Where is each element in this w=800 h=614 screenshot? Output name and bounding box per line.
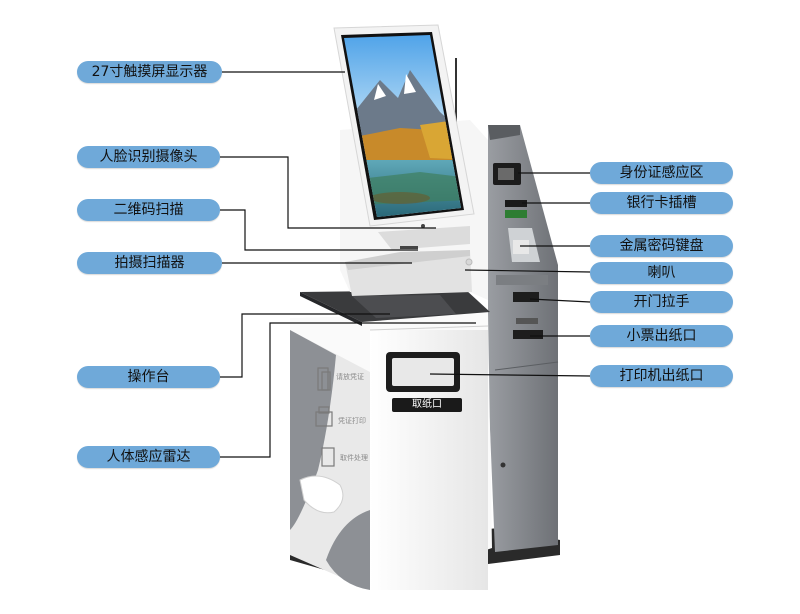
- label-printer-output: 打印机出纸口: [590, 365, 733, 387]
- label-bank-card-slot: 银行卡插槽: [590, 192, 733, 214]
- leader-lines-right: [429, 172, 591, 377]
- leader-lines-left: [220, 71, 476, 458]
- label-face-camera: 人脸识别摄像头: [77, 146, 220, 168]
- label-body-radar: 人体感应雷达: [77, 446, 220, 468]
- side-icon-text-2: 凭证打印: [338, 417, 366, 425]
- label-metal-keypad: 金属密码键盘: [590, 235, 733, 257]
- side-icon-text-1: 请放凭证: [336, 373, 364, 381]
- label-door-handle: 开门拉手: [590, 291, 733, 313]
- receipt-slot: [513, 330, 543, 339]
- label-touch-screen: 27寸触摸屏显示器: [77, 61, 222, 83]
- label-qr-scanner: 二维码扫描: [77, 199, 220, 221]
- label-operation-desk: 操作台: [77, 366, 220, 388]
- label-id-card-area: 身份证感应区: [590, 162, 733, 184]
- label-receipt-slot: 小票出纸口: [590, 325, 733, 347]
- label-photo-scanner: 拍摄扫描器: [77, 252, 222, 274]
- label-speaker: 喇叭: [590, 262, 733, 284]
- take-paper-plate: [392, 398, 462, 412]
- take-paper-text: 取纸口: [412, 399, 442, 410]
- side-icon-text-3: 取件处理: [340, 454, 368, 462]
- door-handle: [513, 292, 539, 302]
